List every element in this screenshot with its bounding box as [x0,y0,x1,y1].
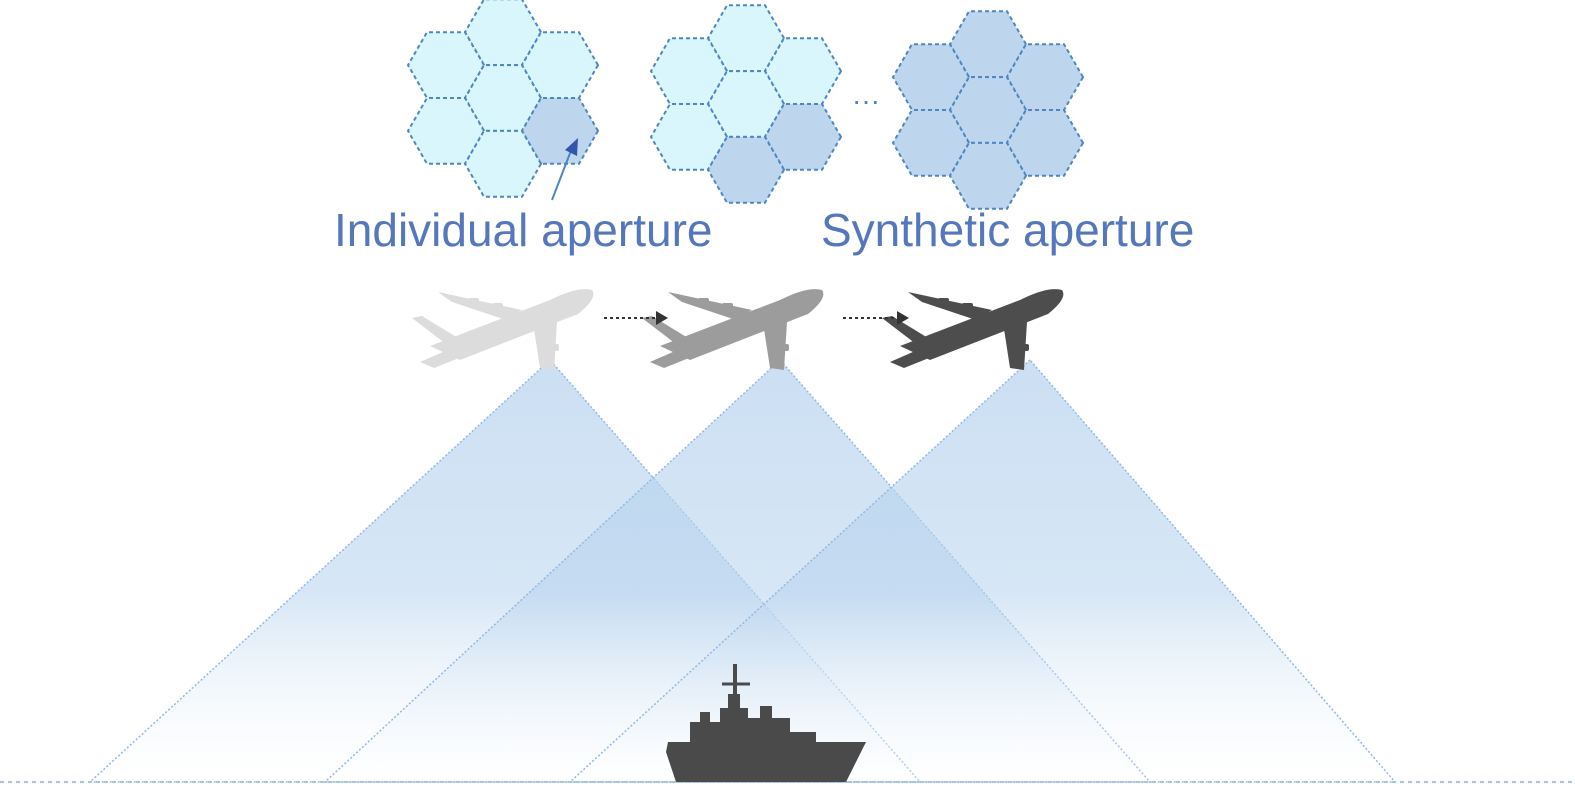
hexagon-icon [463,129,543,198]
individual-aperture-cluster [406,0,600,198]
partial-aperture-cluster [649,4,843,204]
motion-arrows [604,311,909,325]
motion-arrow-1 [604,311,668,325]
synthetic-aperture-cluster [891,10,1085,210]
synthetic-aperture-label: Synthetic aperture [821,204,1195,256]
aperture-pointer-line [551,147,573,201]
radar-beams [88,358,1397,783]
aircraft-position-1 [412,289,594,370]
cluster-ellipsis: ··· [852,85,880,116]
hexagon-icon [706,135,786,204]
motion-arrow-2 [843,311,909,325]
aperture-pointer-arrowhead [565,138,578,156]
ship-icon [666,664,866,782]
hexagon-icon [948,141,1028,210]
aircraft-position-3 [882,289,1064,370]
radar-beam-3 [568,358,1397,783]
aperture-clusters [406,0,1085,210]
individual-aperture-label: Individual aperture [334,204,713,256]
aircraft-position-2 [642,289,824,370]
aircraft-positions [412,289,1064,370]
